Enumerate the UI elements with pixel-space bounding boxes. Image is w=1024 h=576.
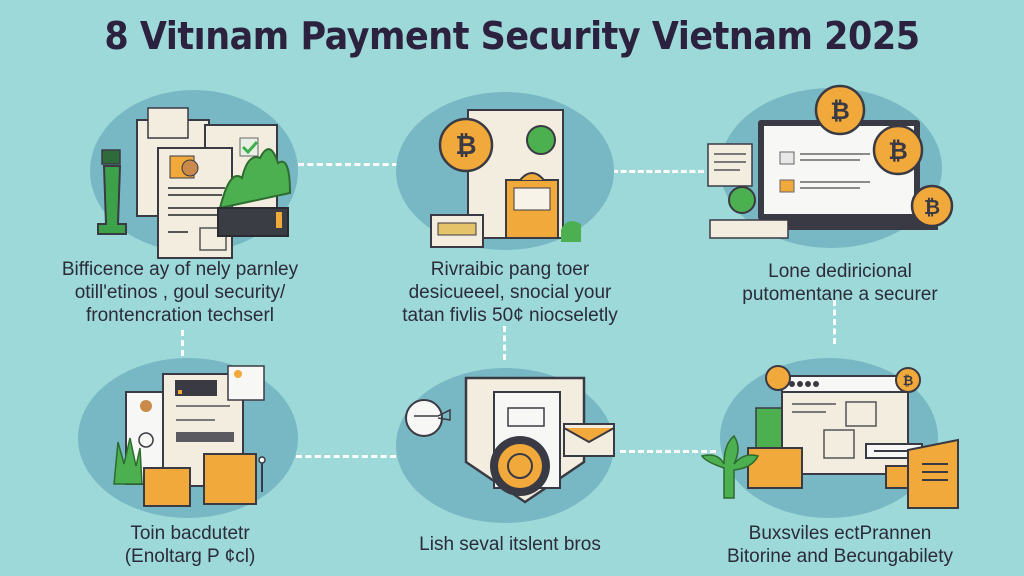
laptop-icon [709, 120, 938, 239]
card-icon [227, 365, 265, 401]
green-seal-icon [526, 125, 556, 155]
bitcoin-coin-icon: ₿ [814, 84, 866, 136]
svg-text:₿: ₿ [924, 195, 940, 219]
page-title: 8 Vitınam Payment Security Vietnam 2025 [104, 14, 920, 58]
caption-top-right: Lone dediricional putomentane a securer [742, 261, 938, 305]
caption-top-center: Rivraibic pang toer desicueeel, snocial … [402, 259, 618, 326]
coin-icon [490, 436, 550, 496]
green-seal-icon [728, 186, 756, 214]
svg-text:₿: ₿ [830, 97, 850, 125]
laptop-illustration: ₿ ₿ ₿ [707, 84, 954, 239]
plant-icon [217, 148, 292, 237]
svg-text:₿: ₿ [903, 374, 914, 389]
folder-icon [747, 447, 803, 489]
plant-icon [700, 434, 760, 499]
chess-tower-icon [97, 149, 127, 235]
svg-text:₿: ₿ [888, 137, 908, 165]
connector-bc-br [620, 450, 716, 453]
shield-illustration [405, 376, 615, 504]
plant-icon [561, 221, 581, 242]
connector-tc-tr [612, 170, 704, 173]
checkmark-icon [239, 137, 259, 157]
plant-icon [113, 437, 143, 485]
merchant-illustration: ₿ [430, 109, 581, 248]
key-icon [258, 456, 266, 492]
caption-bottom-center: Lish seval itslent bros [419, 534, 601, 555]
svg-text:₿: ₿ [455, 131, 476, 161]
bitcoin-coin-icon: ₿ [910, 184, 954, 228]
key-icon [405, 399, 451, 437]
bitcoin-coin-icon: ₿ [872, 124, 924, 176]
bitcoin-coin-icon [765, 365, 791, 391]
caption-bottom-right: Buxsviles ectPrannen Bitorine and Becung… [726, 523, 954, 567]
envelope-icon [563, 423, 615, 457]
documents-illustration [97, 107, 292, 259]
connector-tl-tc [298, 163, 398, 166]
bitcoin-coin-icon: ₿ [895, 367, 921, 393]
card-reader-icon [430, 214, 484, 248]
browser-illustration: ₿ [700, 365, 959, 509]
connector-tr-br [833, 300, 836, 344]
connector-tc-bc [503, 326, 506, 360]
connector-tl-bl [181, 330, 184, 356]
document-front-icon [157, 147, 233, 259]
connector-bl-bc [296, 455, 396, 458]
document-icon [707, 143, 753, 187]
caption-bottom-left: Toin bacdutetr (Enoltarg P ¢cl) [124, 523, 256, 567]
folder-icon [885, 438, 959, 509]
bitcoin-coin-icon: ₿ [438, 117, 494, 173]
building-icon [505, 172, 559, 239]
box-icon [143, 467, 191, 507]
identity-documents-illustration [113, 365, 266, 507]
box-icon [203, 453, 257, 505]
caption-top-left: Bifficence ay of nely parnley otill'etin… [61, 259, 299, 326]
